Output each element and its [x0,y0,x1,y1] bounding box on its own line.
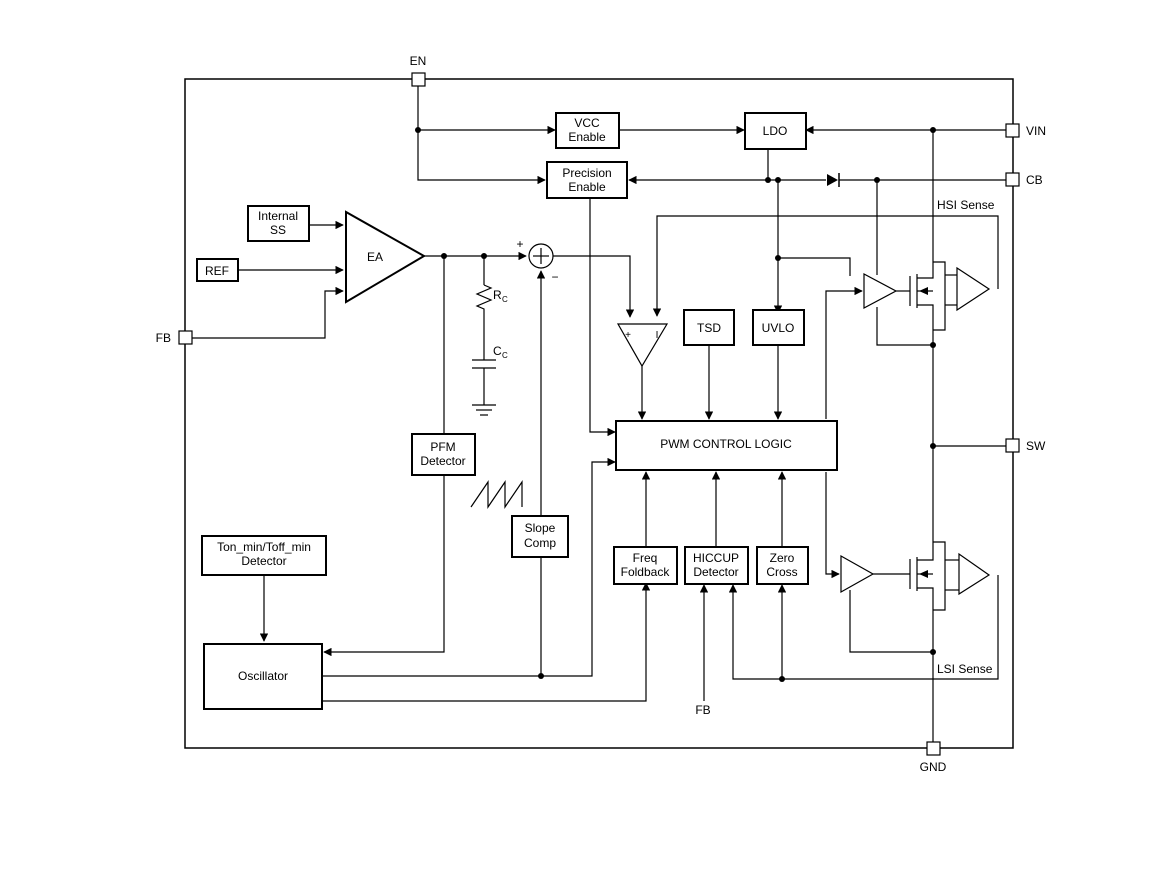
svg-text:Oscillator: Oscillator [238,669,288,683]
internal-ss-block: Internal SS [247,205,310,242]
pwm-comparator: + I [616,323,669,368]
svg-text:Detector: Detector [420,454,465,468]
slope-comp-block: Slope Comp [511,515,569,558]
error-amplifier: EA [345,210,427,304]
oscillator-block: Oscillator [203,643,323,710]
sawtooth-waveform [470,480,523,509]
wiring [191,86,1006,742]
pin-cb: CB [1005,172,1043,187]
svg-text:Detector: Detector [693,565,738,579]
junctions [415,127,936,682]
sum-minus-sign: − [551,270,558,284]
cc-label: C C [493,344,508,360]
svg-text:C: C [502,351,508,360]
svg-text:LDO: LDO [763,124,788,138]
rc-label: R C [493,288,508,304]
svg-text:UVLO: UVLO [762,321,795,335]
svg-text:Precision: Precision [562,166,611,180]
svg-text:Comp: Comp [524,536,556,550]
svg-text:SS: SS [270,223,286,237]
pin-fb: FB [156,330,193,345]
ic-boundary [184,78,1014,749]
hsi-sense-label: HSI Sense [937,198,995,212]
svg-text:Enable: Enable [568,180,606,194]
pin-gnd: GND [920,741,947,774]
comparator-minus-sign: I [656,330,659,341]
svg-text:CB: CB [1026,173,1043,187]
svg-text:Slope: Slope [525,521,556,535]
precision-enable-block: Precision Enable [546,161,628,199]
comparator-plus-sign: + [625,330,631,341]
ldo-block: LDO [744,112,807,150]
svg-text:Enable: Enable [568,130,606,144]
low-side-gate-driver [840,554,875,594]
svg-text:VCC: VCC [574,116,600,130]
summing-junction: + − [516,237,558,284]
svg-text:FB: FB [156,331,171,345]
svg-text:PWM CONTROL LOGIC: PWM CONTROL LOGIC [660,437,792,451]
svg-text:Detector: Detector [241,554,286,568]
svg-text:VIN: VIN [1026,124,1046,138]
svg-text:Zero: Zero [770,551,795,565]
high-side-sense-amp [956,266,991,312]
tsd-block: TSD [683,309,735,346]
lsi-sense-label: LSI Sense [937,662,993,676]
svg-text:C: C [493,344,502,358]
svg-text:GND: GND [920,760,947,774]
fb-internal-label: FB [695,703,710,717]
svg-text:Internal: Internal [258,209,298,223]
svg-text:R: R [493,288,502,302]
svg-text:EN: EN [410,54,427,68]
high-side-gate-driver [863,273,898,309]
pwm-control-logic-block: PWM CONTROL LOGIC [615,420,838,471]
zero-cross-block: Zero Cross [756,546,809,585]
low-side-sense-amp [958,552,991,596]
svg-text:Cross: Cross [766,565,797,579]
svg-text:Ton_min/Toff_min: Ton_min/Toff_min [217,540,311,554]
hiccup-detector-block: HICCUP Detector [684,546,749,585]
freq-foldback-block: Freq Foldback [613,546,678,585]
pin-en: EN [410,54,427,87]
ref-block: REF [196,258,239,282]
ea-label: EA [367,250,383,264]
vcc-enable-block: VCC Enable [555,112,620,149]
pfm-detector-block: PFM Detector [411,433,476,476]
uvlo-block: UVLO [752,309,805,346]
pin-vin: VIN [1005,123,1046,138]
svg-text:REF: REF [205,264,229,278]
svg-text:TSD: TSD [697,321,721,335]
svg-text:PFM: PFM [430,440,455,454]
ton-toff-detector-block: Ton_min/Toff_min Detector [201,535,327,576]
svg-text:Freq: Freq [633,551,658,565]
bootstrap-diode [827,173,840,187]
svg-text:Foldback: Foldback [621,565,671,579]
svg-text:SW: SW [1026,439,1046,453]
svg-text:C: C [502,295,508,304]
svg-text:HICCUP: HICCUP [693,551,739,565]
sum-plus-sign: + [516,237,523,251]
pin-sw: SW [1005,438,1046,453]
